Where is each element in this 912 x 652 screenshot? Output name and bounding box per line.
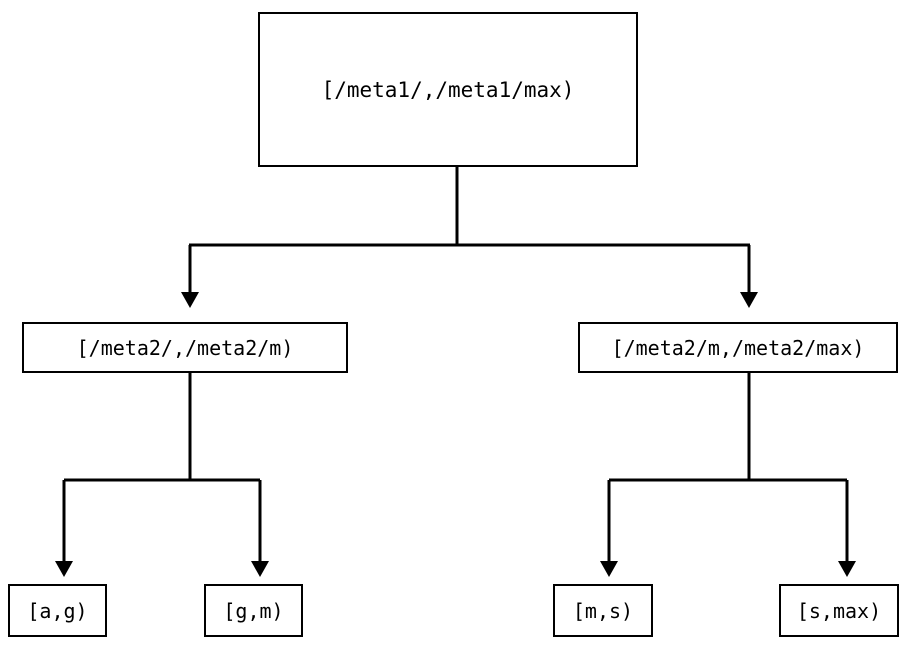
- tree-leaf-m-s[interactable]: [m,s): [553, 584, 653, 637]
- edge-root-to-mid-left: [181, 167, 750, 308]
- tree-node-mid-left[interactable]: [/meta2/,/meta2/m): [22, 322, 348, 373]
- arrowhead-icon: [838, 561, 856, 577]
- tree-leaf-a-g[interactable]: [a,g): [8, 584, 107, 637]
- tree-leaf-g-m[interactable]: [g,m): [204, 584, 303, 637]
- tree-leaf-s-max[interactable]: [s,max): [779, 584, 899, 637]
- arrowhead-icon: [55, 561, 73, 577]
- arrowhead-icon: [600, 561, 618, 577]
- arrowhead-icon: [251, 561, 269, 577]
- tree-node-mid-right[interactable]: [/meta2/m,/meta2/max): [578, 322, 898, 373]
- edge-mid-right-to-leaves: [600, 373, 856, 577]
- edge-mid-left-to-leaves: [55, 373, 269, 577]
- arrowhead-icon: [181, 292, 199, 308]
- arrowhead-icon: [740, 292, 758, 308]
- tree-node-root[interactable]: [/meta1/,/meta1/max): [258, 12, 638, 167]
- edge-root-to-mid-right: [740, 245, 758, 308]
